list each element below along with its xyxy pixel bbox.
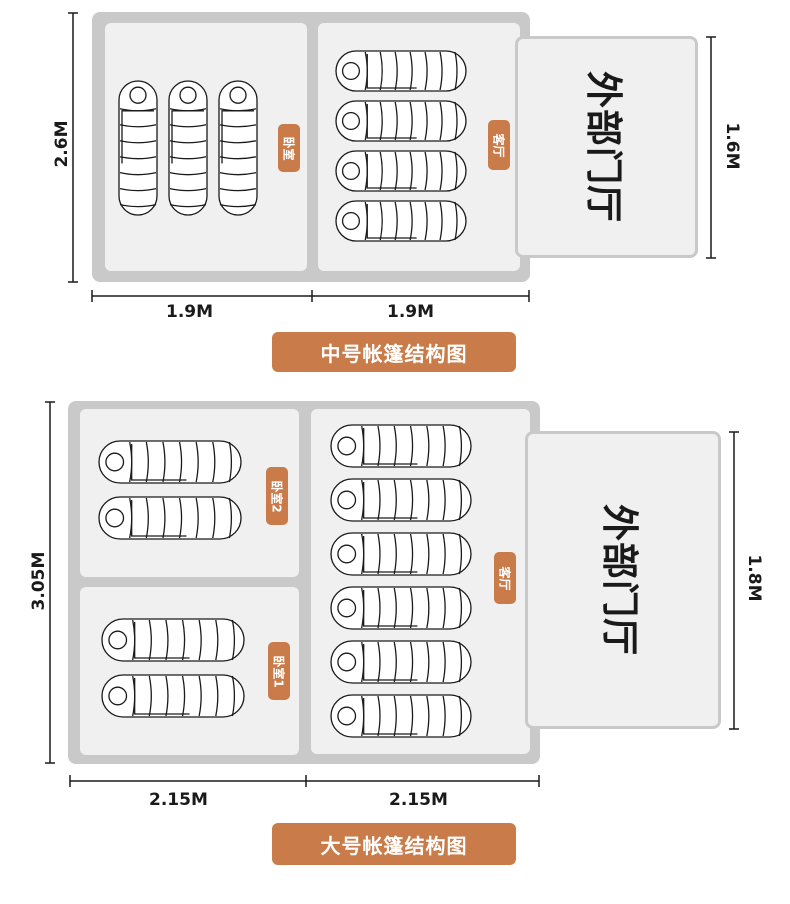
large-living-tag: 客厅 xyxy=(494,552,516,604)
large-bedroom2-tag: 卧室2 xyxy=(266,467,288,525)
sleeping-bag-icon xyxy=(335,100,467,142)
medium-living-tag: 客厅 xyxy=(488,120,510,170)
medium-living-bags xyxy=(335,50,470,250)
sleeping-bag-icon xyxy=(101,618,245,662)
large-width-dimension-line xyxy=(69,775,540,787)
large-living-bags xyxy=(330,424,475,742)
sleeping-bag-icon xyxy=(168,80,208,216)
large-bedroom-2 xyxy=(80,409,299,577)
sleeping-bag-icon xyxy=(218,80,258,216)
medium-vestibule-dim-label: 1.6M xyxy=(722,122,742,170)
sleeping-bag-icon xyxy=(335,50,467,92)
sleeping-bag-icon xyxy=(330,532,472,576)
medium-width-right-label: 1.9M xyxy=(387,302,435,322)
large-bedroom1-tag: 卧室1 xyxy=(268,642,290,700)
large-caption: 大号帐篷结构图 xyxy=(272,823,516,865)
medium-height-dimension-line xyxy=(68,12,78,283)
large-vestibule-label: 外部门厅 xyxy=(598,504,641,656)
large-width-right-label: 2.15M xyxy=(389,790,448,810)
large-vestibule-dim-label: 1.8M xyxy=(744,554,764,602)
medium-height-label: 2.6M xyxy=(52,120,72,168)
medium-width-left-label: 1.9M xyxy=(166,302,214,322)
sleeping-bag-icon xyxy=(98,440,242,484)
medium-vestibule-label: 外部门厅 xyxy=(581,71,625,223)
sleeping-bag-icon xyxy=(330,478,472,522)
large-vestibule: 外部门厅 xyxy=(525,431,721,729)
medium-width-dimension-line xyxy=(91,290,530,302)
medium-vestibule-dimension-line xyxy=(706,36,716,259)
sleeping-bag-icon xyxy=(330,424,472,468)
large-vestibule-dimension-line xyxy=(729,431,739,730)
large-bedroom1-bags xyxy=(101,618,246,726)
sleeping-bag-icon xyxy=(98,496,242,540)
large-height-label: 3.05M xyxy=(29,551,49,611)
sleeping-bag-icon xyxy=(118,80,158,216)
sleeping-bag-icon xyxy=(335,150,467,192)
large-width-left-label: 2.15M xyxy=(149,790,208,810)
medium-bedroom-tag: 卧室 xyxy=(278,124,300,172)
sleeping-bag-icon xyxy=(335,200,467,242)
large-bedroom-1 xyxy=(80,587,299,755)
sleeping-bag-icon xyxy=(330,694,472,738)
large-bedroom2-bags xyxy=(98,440,243,548)
medium-vestibule: 外部门厅 xyxy=(515,36,698,258)
medium-bedroom-bags xyxy=(118,80,263,218)
sleeping-bag-icon xyxy=(330,640,472,684)
large-height-dimension-line xyxy=(45,401,55,764)
sleeping-bag-icon xyxy=(330,586,472,630)
sleeping-bag-icon xyxy=(101,674,245,718)
medium-caption: 中号帐篷结构图 xyxy=(272,332,516,372)
